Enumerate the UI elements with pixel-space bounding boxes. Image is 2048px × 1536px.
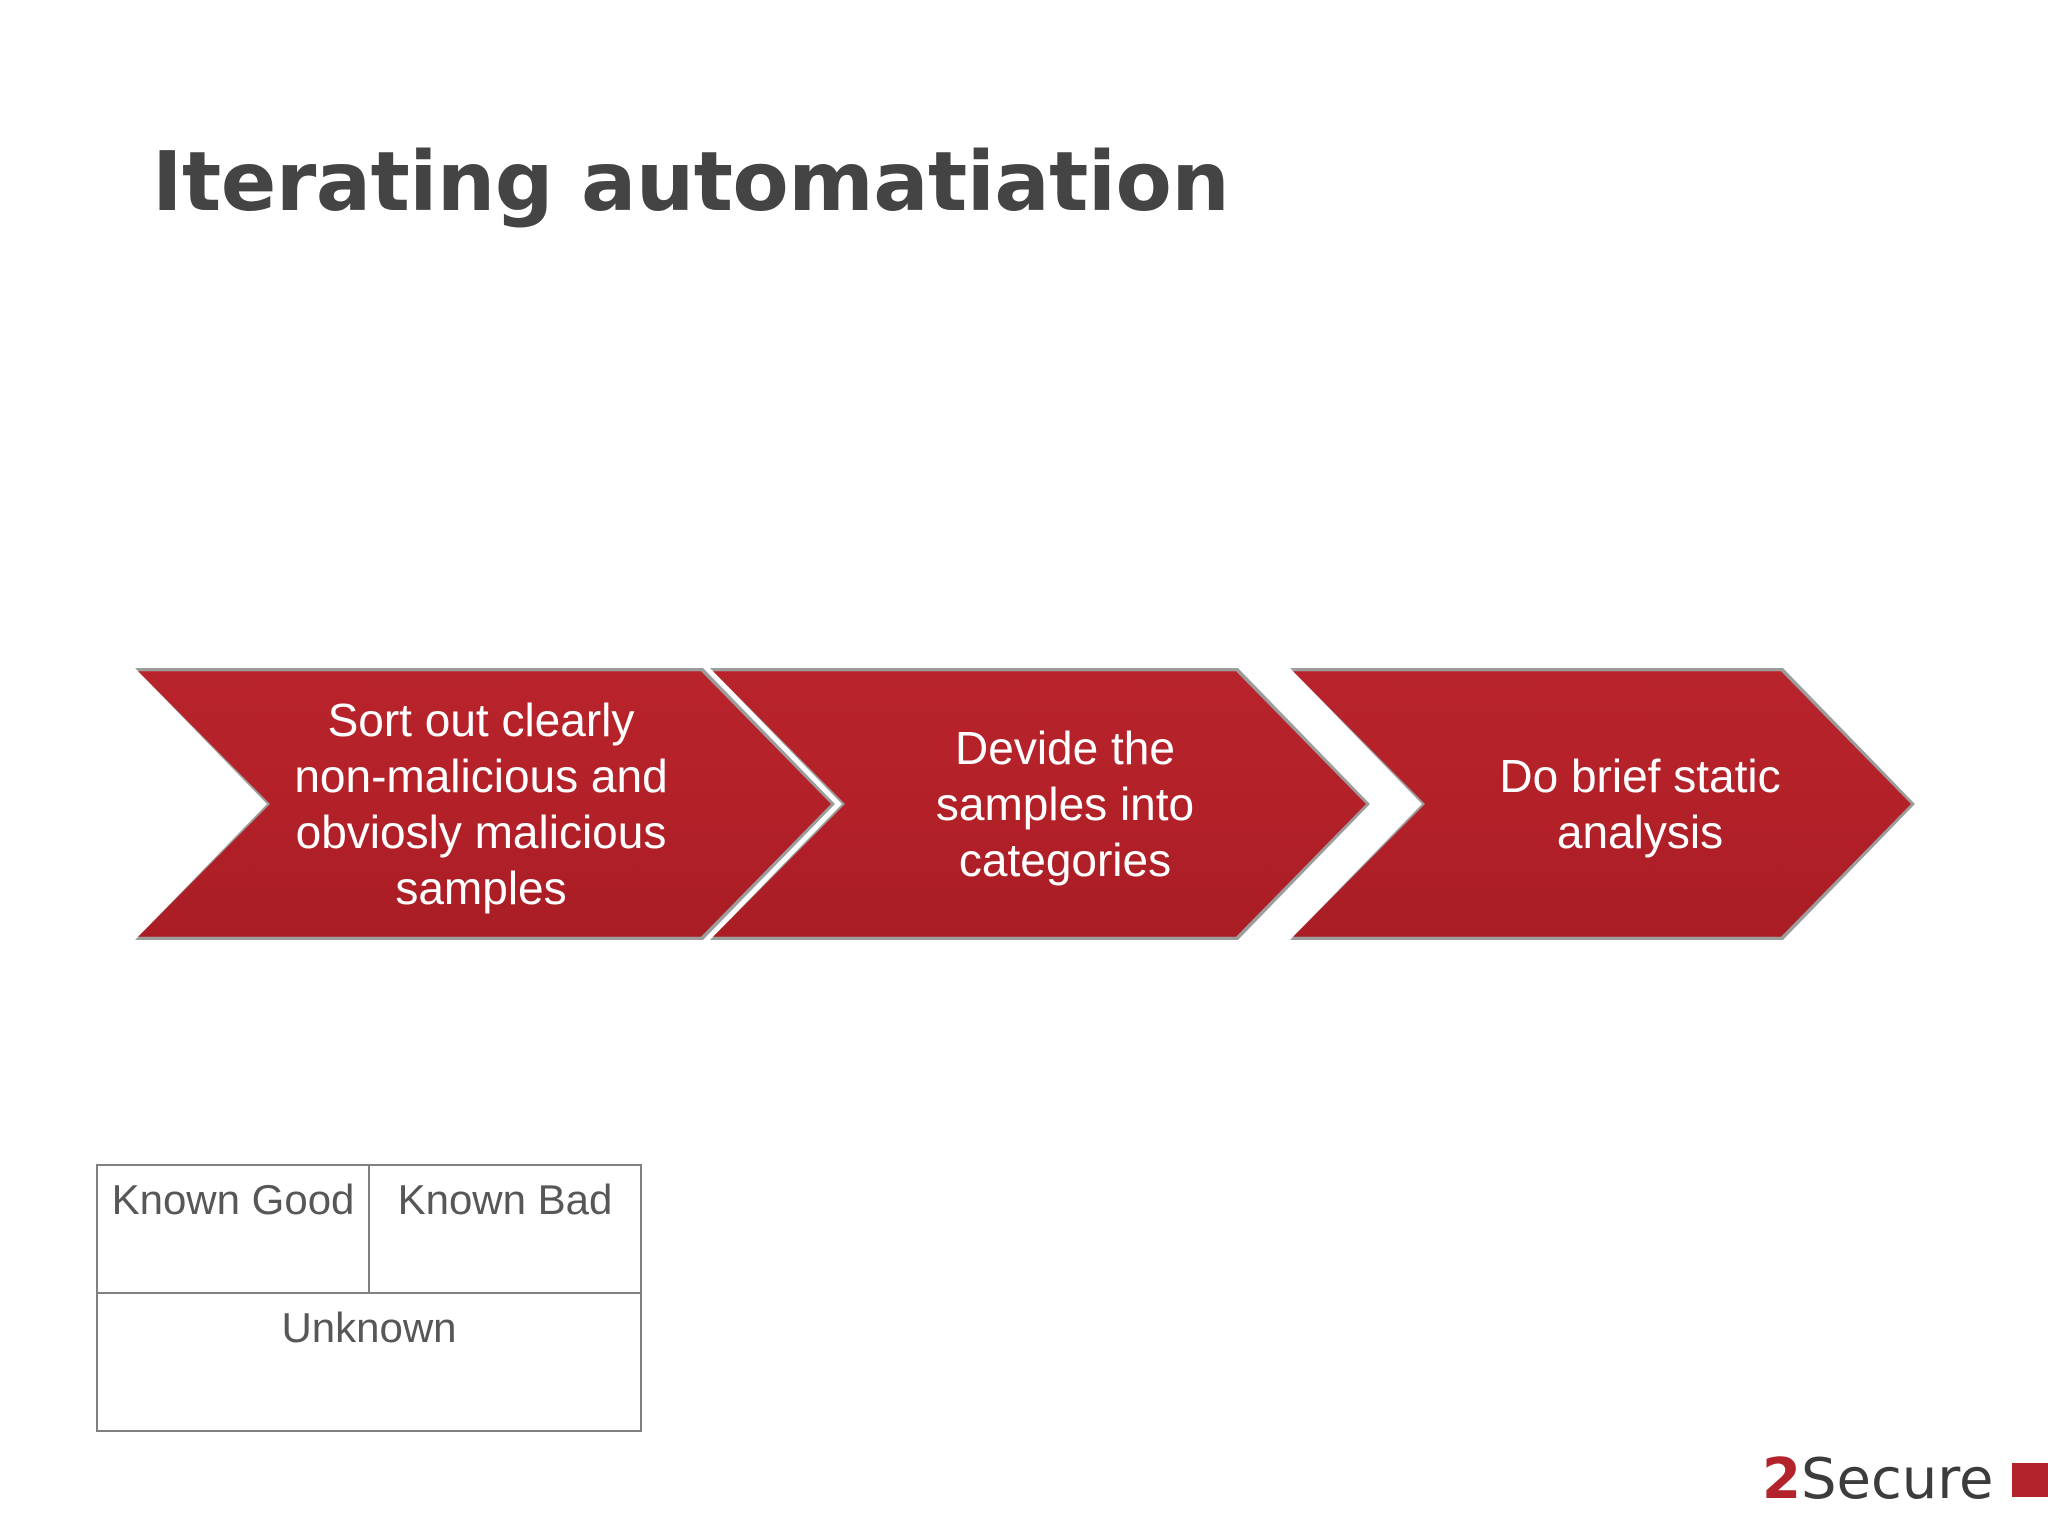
- logo-mark-2: 2: [1762, 1447, 1801, 1512]
- process-chevron-diagram: Sort out clearly non-malicious and obvio…: [0, 668, 2048, 942]
- table-row: Known Good Known Bad: [96, 1164, 642, 1294]
- cell-unknown: Unknown: [96, 1292, 642, 1432]
- cell-known-good: Known Good: [96, 1164, 370, 1294]
- process-step-3[interactable]: Do brief static analysis: [1290, 668, 1915, 940]
- page-title: Iterating automatiation: [152, 135, 1230, 230]
- table-row: Unknown: [96, 1292, 642, 1432]
- logo-red-block-icon: [2011, 1463, 2048, 1497]
- classification-legend-table: Known Good Known Bad Unknown: [96, 1164, 642, 1432]
- process-step-2[interactable]: Devide the samples into categories: [710, 668, 1370, 940]
- brand-logo: 2 Secure: [1762, 1452, 2048, 1508]
- cell-known-bad: Known Bad: [368, 1164, 642, 1294]
- chevron-fill-2: [710, 668, 1370, 940]
- logo-wordmark: Secure: [1800, 1447, 1994, 1512]
